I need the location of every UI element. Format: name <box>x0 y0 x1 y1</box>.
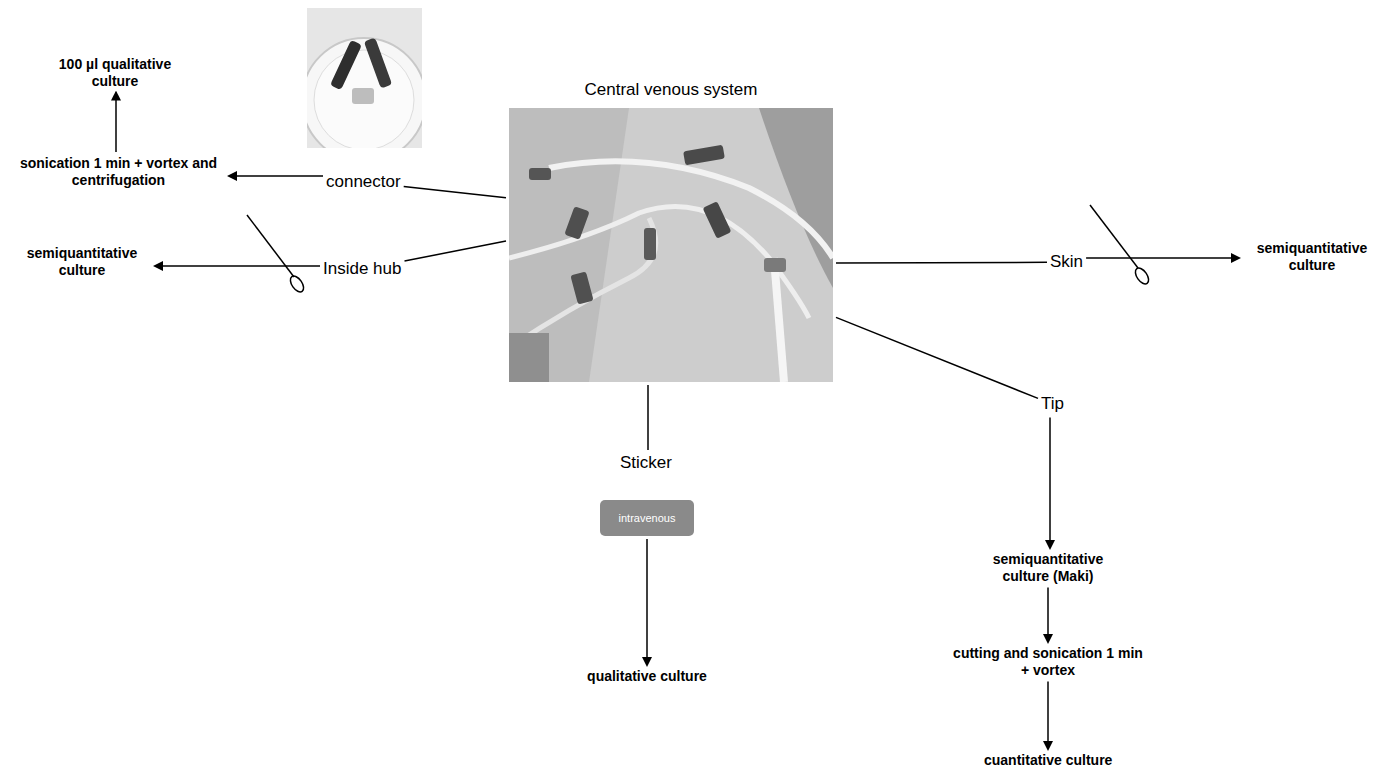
node-text: Sticker <box>620 453 672 473</box>
part-label: Inside hub <box>323 259 401 279</box>
clamp <box>570 271 593 304</box>
catheter-hub <box>764 258 786 272</box>
part-label: Skin <box>1050 252 1083 272</box>
flow-arrow <box>1086 257 1239 259</box>
swab-tip <box>1133 266 1152 286</box>
container <box>307 38 422 148</box>
photo-ground <box>509 108 833 382</box>
result-text: qualitative culture <box>587 668 707 685</box>
flow-arrow <box>229 175 323 177</box>
tubing <box>774 258 784 382</box>
result-text: cuantitative culture <box>984 752 1112 769</box>
node-text: sonication 1 min + vortex and centrifuga… <box>11 155 226 189</box>
panel-heading: Central venous system <box>509 80 833 100</box>
node-text: Inside hub <box>323 259 401 279</box>
part-label: connector <box>326 172 401 192</box>
photo-panel: Central venous system <box>509 80 833 382</box>
node-text: 100 µl qualitative culture <box>40 56 190 90</box>
result-text: semiquantitative culture <box>1242 240 1382 274</box>
process-text: sonication 1 min + vortex and centrifuga… <box>11 155 226 189</box>
result-text: 100 µl qualitative culture <box>40 56 190 90</box>
node-text: cutting and sonication 1 min + vortex <box>948 645 1148 679</box>
flow-arrow <box>646 539 648 665</box>
clamp <box>644 228 656 260</box>
flow-arrow <box>1047 588 1049 642</box>
leader-line <box>647 385 649 450</box>
node-text: intravenous <box>619 512 676 524</box>
node-text: semiquantitative culture <box>1242 240 1382 274</box>
connector-hub <box>352 88 374 104</box>
connector-part <box>364 37 392 88</box>
connector-photo-content <box>307 8 422 148</box>
sticker-box: intravenous <box>600 500 694 536</box>
leader-line <box>836 317 1038 398</box>
photo-shadow <box>509 108 629 382</box>
flow-arrow <box>1047 682 1049 749</box>
node-text: Tip <box>1041 394 1064 414</box>
node-text: semiquantitative culture <box>12 245 152 279</box>
node-text: connector <box>326 172 401 192</box>
clamp <box>703 201 732 239</box>
swab-stick <box>247 215 294 277</box>
part-label: Sticker <box>620 453 672 473</box>
process-text: semiquantitative culture (Maki) <box>973 551 1123 585</box>
flow-arrow <box>115 93 117 152</box>
clamp <box>529 168 551 180</box>
clamp <box>683 145 725 166</box>
swab-tip <box>288 274 307 294</box>
node-text: cuantitative culture <box>984 752 1112 769</box>
result-text: semiquantitative culture <box>12 245 152 279</box>
label-sheet <box>509 333 549 382</box>
process-text: cutting and sonication 1 min + vortex <box>948 645 1148 679</box>
flow-arrow <box>1049 417 1051 548</box>
part-label: Tip <box>1041 394 1064 414</box>
leader-line <box>405 241 507 261</box>
connector-part <box>330 40 362 90</box>
node-text: semiquantitative culture (Maki) <box>973 551 1123 585</box>
node-text: qualitative culture <box>587 668 707 685</box>
catheter-photo <box>509 108 833 382</box>
tubing <box>509 218 656 348</box>
tubing <box>509 206 809 318</box>
flow-arrow <box>155 265 320 267</box>
container-rim <box>314 50 414 148</box>
clamp <box>564 206 589 240</box>
leader-line <box>404 187 506 198</box>
node-text: Skin <box>1050 252 1083 272</box>
leader-line <box>836 262 1047 264</box>
